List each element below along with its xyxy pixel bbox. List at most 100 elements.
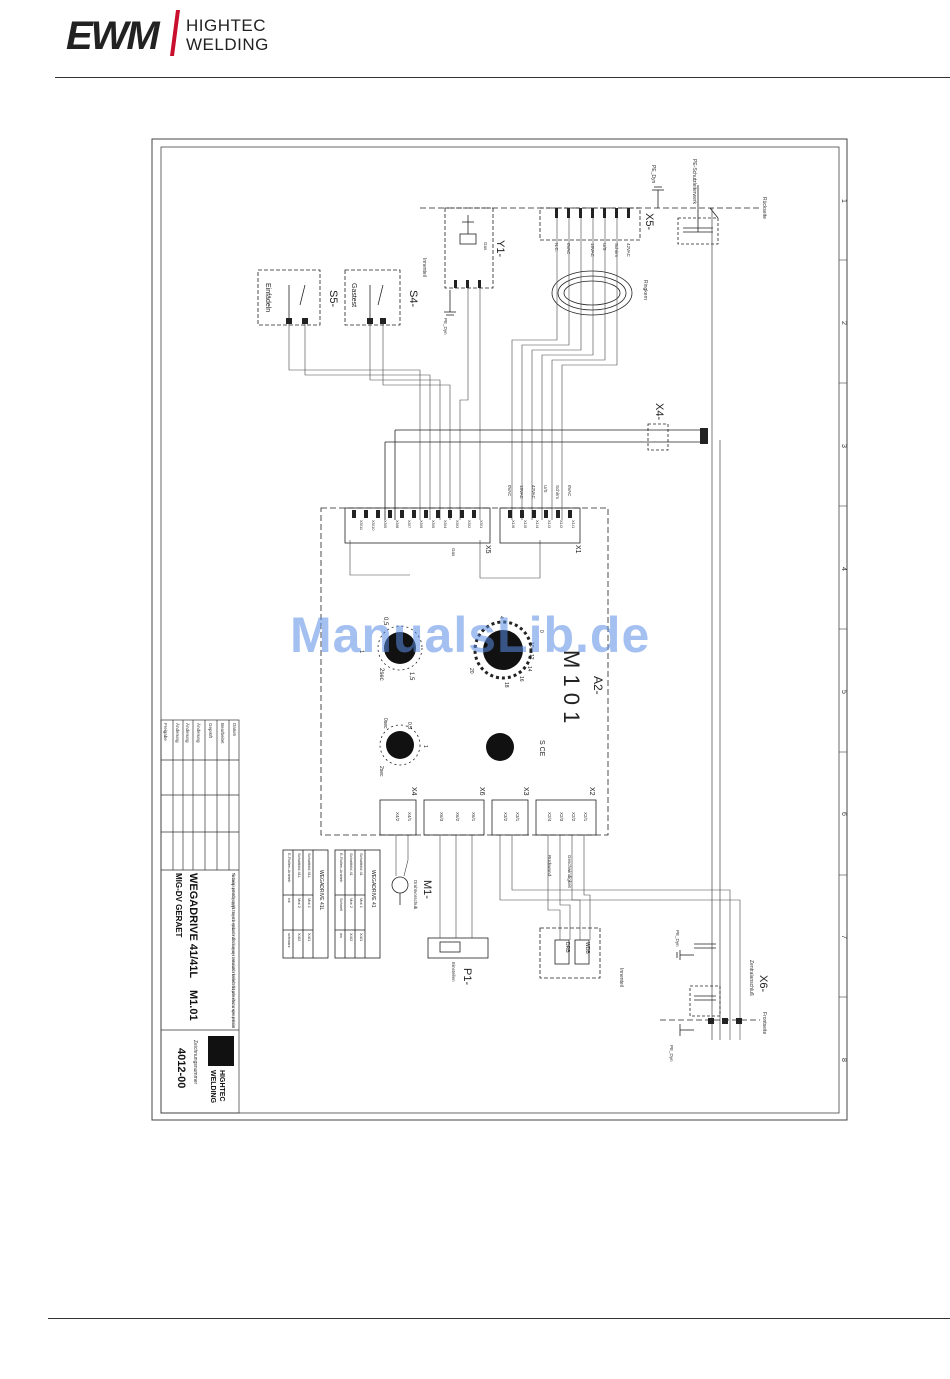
svg-text:X6/2: X6/2: [455, 812, 460, 822]
svg-text:Schaltbild 41: Schaltbild 41: [359, 853, 364, 877]
pe-schutz-label: PE-Schutzleiterwerk: [691, 159, 697, 205]
s4-gastest-switch: [344, 269, 401, 326]
svg-text:X5/7: X5/7: [407, 520, 412, 529]
svg-text:42VAC: 42VAC: [626, 243, 631, 258]
svg-text:X1/2: X1/2: [559, 520, 564, 529]
schematic-outer-frame: [151, 138, 848, 1121]
svg-text:X4/1: X4/1: [307, 933, 312, 942]
filter-capacitor-bottom: [689, 985, 721, 1017]
a2-label: A2-: [591, 676, 605, 695]
x5-pins: [555, 208, 630, 218]
svg-text:Änderung: Änderung: [175, 723, 181, 743]
svg-text:rot: rot: [287, 898, 292, 904]
pe-dyn-mid-label: PE_Dyn: [443, 318, 448, 335]
svg-text:1,5: 1,5: [408, 672, 414, 681]
title-block-logo: HIGHTEC WELDING: [208, 1036, 234, 1104]
ce-mark: S CE: [538, 740, 545, 757]
einfaedeln-label: Einfädeln: [264, 283, 271, 312]
svg-text:X2/2: X2/2: [571, 812, 576, 822]
knob-lower-left: [379, 724, 421, 766]
svg-text:schwarz: schwarz: [287, 933, 292, 948]
title-block-logo-hightec: HIGHTEC: [218, 1070, 225, 1102]
grid-number-2: 2: [840, 321, 847, 325]
wegadrive-41l-rows: Schaltbild 41L Mot 1 X4/1 Schaltbild 41L…: [287, 853, 312, 948]
m1-label: M1-: [421, 880, 433, 899]
pe-dyn-top-label: PE_Dyn: [650, 165, 656, 184]
svg-text:Änderung: Änderung: [185, 723, 191, 743]
svg-text:X1/6: X1/6: [511, 520, 516, 529]
m101-label: M 1 0 1: [559, 650, 584, 723]
svg-text:U/S: U/S: [543, 485, 548, 493]
x6-board-connector: [423, 799, 485, 836]
copyright-notice: This drawing is protected by copyright. …: [231, 873, 236, 1028]
title-block-logo-welding: WELDING: [209, 1070, 216, 1104]
svg-text:Schaltbild 41: Schaltbild 41: [349, 853, 354, 877]
svg-text:X5/9: X5/9: [383, 520, 388, 529]
svg-text:X4/1: X4/1: [407, 812, 412, 822]
svg-text:X1/1: X1/1: [571, 520, 576, 529]
einstellen-label: Einstellen: [451, 962, 456, 982]
grid-number-3: 3: [840, 444, 847, 448]
svg-text:N.C.: N.C.: [554, 243, 559, 252]
grid-number-6: 6: [840, 812, 847, 816]
svg-text:0VAC: 0VAC: [507, 485, 512, 497]
svg-text:ws: ws: [339, 933, 344, 938]
p1-potentiometer-box: [427, 937, 489, 959]
svg-text:18VAC: 18VAC: [590, 243, 595, 258]
ewm-logo: EWM HIGHTEC WELDING: [66, 8, 268, 58]
logo-hightec: HIGHTEC: [186, 16, 266, 35]
knob-top-left-scale: 0,5 1 1,5 2sec: [358, 617, 414, 681]
svg-text:12: 12: [528, 654, 534, 660]
svg-text:E-Rollen-Antrieb: E-Rollen-Antrieb: [287, 853, 292, 883]
svg-text:X6/1: X6/1: [471, 812, 476, 822]
x5-connector-body: [539, 207, 641, 241]
grid-numbers: 1 2 3 4 5 6 7 8: [840, 199, 847, 1062]
svg-text:X5/4: X5/4: [443, 520, 448, 529]
grid-number-7: 7: [840, 935, 847, 939]
wegadrive-41l-title: WEGADRIVE 41L: [318, 870, 324, 911]
page-header: EWM HIGHTEC WELDING: [0, 0, 950, 80]
product-version: M1.01: [187, 990, 199, 1021]
x2-board-pin-labels: X2/1 X2/2 X2/3 X2/4: [547, 812, 588, 822]
svg-text:10: 10: [528, 642, 534, 648]
svg-text:X4/2: X4/2: [297, 933, 302, 942]
filter-capacitor-top: [677, 217, 719, 245]
knob-top-right-scale: 0 4 10 12 14 16 18 20: [468, 616, 544, 688]
ringkern-toroid: [551, 270, 633, 316]
svg-text:X5/3: X5/3: [455, 520, 460, 529]
svg-text:Datum: Datum: [232, 723, 237, 737]
x4-board-label: X4: [410, 787, 417, 796]
logo-ewm-text: EWM: [66, 14, 160, 58]
svg-text:1: 1: [422, 745, 428, 748]
x5-board-connector: [344, 507, 491, 544]
gastest-label: Gastest: [350, 283, 357, 307]
svg-text:X1/5: X1/5: [523, 520, 528, 529]
knob-top-right: [473, 620, 533, 680]
svg-text:2sec: 2sec: [378, 668, 384, 681]
rueckseite-top-label: Rückseite: [761, 197, 767, 219]
pe-dyn-bottom2-label: PE_Dyn: [669, 1045, 674, 1062]
s4-label: S4-: [407, 290, 419, 307]
svg-text:X4/2: X4/2: [395, 812, 400, 822]
x4-board-connector: [379, 799, 417, 836]
x5-board-pins: [352, 510, 476, 518]
svg-text:Mot 1: Mot 1: [307, 898, 312, 909]
x4-top-label: X4-: [653, 403, 665, 420]
drb-label: DRB: [564, 942, 570, 953]
gas-label-y1: Gas: [483, 242, 488, 251]
svg-text:X1/4: X1/4: [535, 520, 540, 529]
x5-label: X5-: [643, 213, 655, 230]
x3-board-label: X3: [522, 787, 529, 796]
x5-to-x1-wires: [511, 218, 618, 520]
schematic-inner-frame: [160, 146, 840, 1114]
svg-text:20: 20: [468, 668, 474, 674]
switch-wires: [288, 288, 481, 520]
svg-text:X5/2: X5/2: [467, 520, 472, 529]
svg-text:E-Rollen-Antrieb: E-Rollen-Antrieb: [339, 853, 344, 883]
geschwindigkeit-label: Geschwindigkeit: [567, 855, 572, 889]
title-block-rows: Datum Bearbeitet Geprüft Änderung Änderu…: [163, 723, 237, 744]
footer-rule: [48, 1318, 950, 1319]
svg-text:X2/4: X2/4: [547, 812, 552, 822]
svg-text:1: 1: [358, 650, 364, 654]
